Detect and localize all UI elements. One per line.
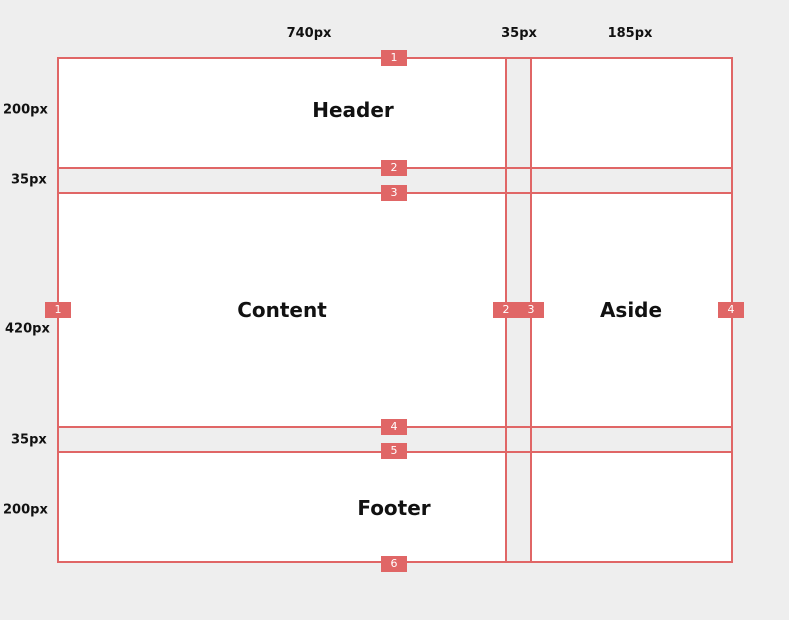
row-line-tag-6: 6 — [381, 556, 407, 572]
footer-area-right — [531, 452, 731, 562]
footer-label: Footer — [357, 496, 431, 520]
row-line-tag-5: 5 — [381, 443, 407, 459]
row-size-label-3: 420px — [5, 321, 50, 337]
column-line-tag-2: 2 — [493, 302, 519, 318]
row-line-tag-1: 1 — [381, 50, 407, 66]
row-size-label-5: 200px — [3, 502, 48, 518]
header-area: Header — [58, 58, 506, 168]
header-label: Header — [312, 98, 394, 122]
row-size-label-2: 35px — [11, 172, 47, 188]
row-size-label-1: 200px — [3, 102, 48, 118]
row-line-tag-4: 4 — [381, 419, 407, 435]
row-line-tag-2: 2 — [381, 160, 407, 176]
column-size-label-1: 740px — [286, 26, 332, 41]
content-label: Content — [237, 298, 327, 322]
row-size-label-4: 35px — [11, 432, 47, 448]
column-line-tag-3: 3 — [518, 302, 544, 318]
aside-label: Aside — [599, 298, 663, 322]
column-line-tag-4: 4 — [718, 302, 744, 318]
column-size-label-2: 35px — [501, 26, 537, 41]
column-size-label-3: 185px — [607, 26, 653, 41]
footer-area: Footer — [58, 452, 506, 562]
content-area: Content — [58, 193, 506, 427]
column-line-tag-1: 1 — [45, 302, 71, 318]
header-area-right — [531, 58, 731, 168]
aside-area: Aside — [531, 193, 731, 427]
row-line-tag-3: 3 — [381, 185, 407, 201]
